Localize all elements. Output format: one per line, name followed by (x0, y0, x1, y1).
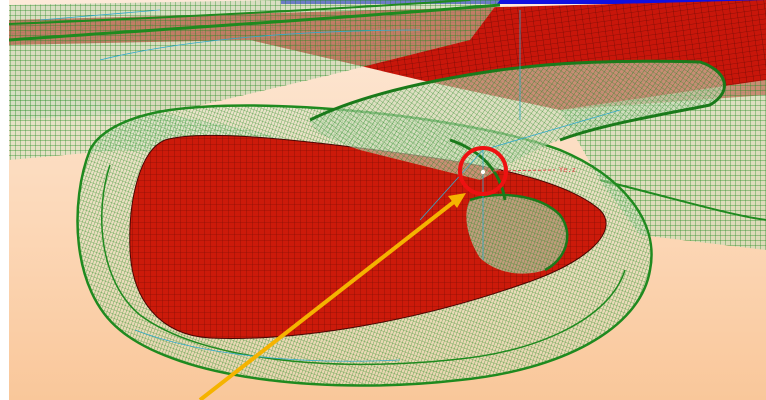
pointer-arrow (198, 193, 466, 400)
view-title-bar (281, 0, 766, 4)
pylon-green-mesh[interactable] (309, 59, 726, 274)
point-marker[interactable] (480, 169, 486, 175)
viewport-left-border (0, 0, 9, 400)
mesh-edge-lines (39, 9, 621, 362)
highlight-circle (458, 146, 508, 196)
axis-label: Ye.z (559, 166, 576, 174)
axis-indicator (487, 169, 556, 172)
